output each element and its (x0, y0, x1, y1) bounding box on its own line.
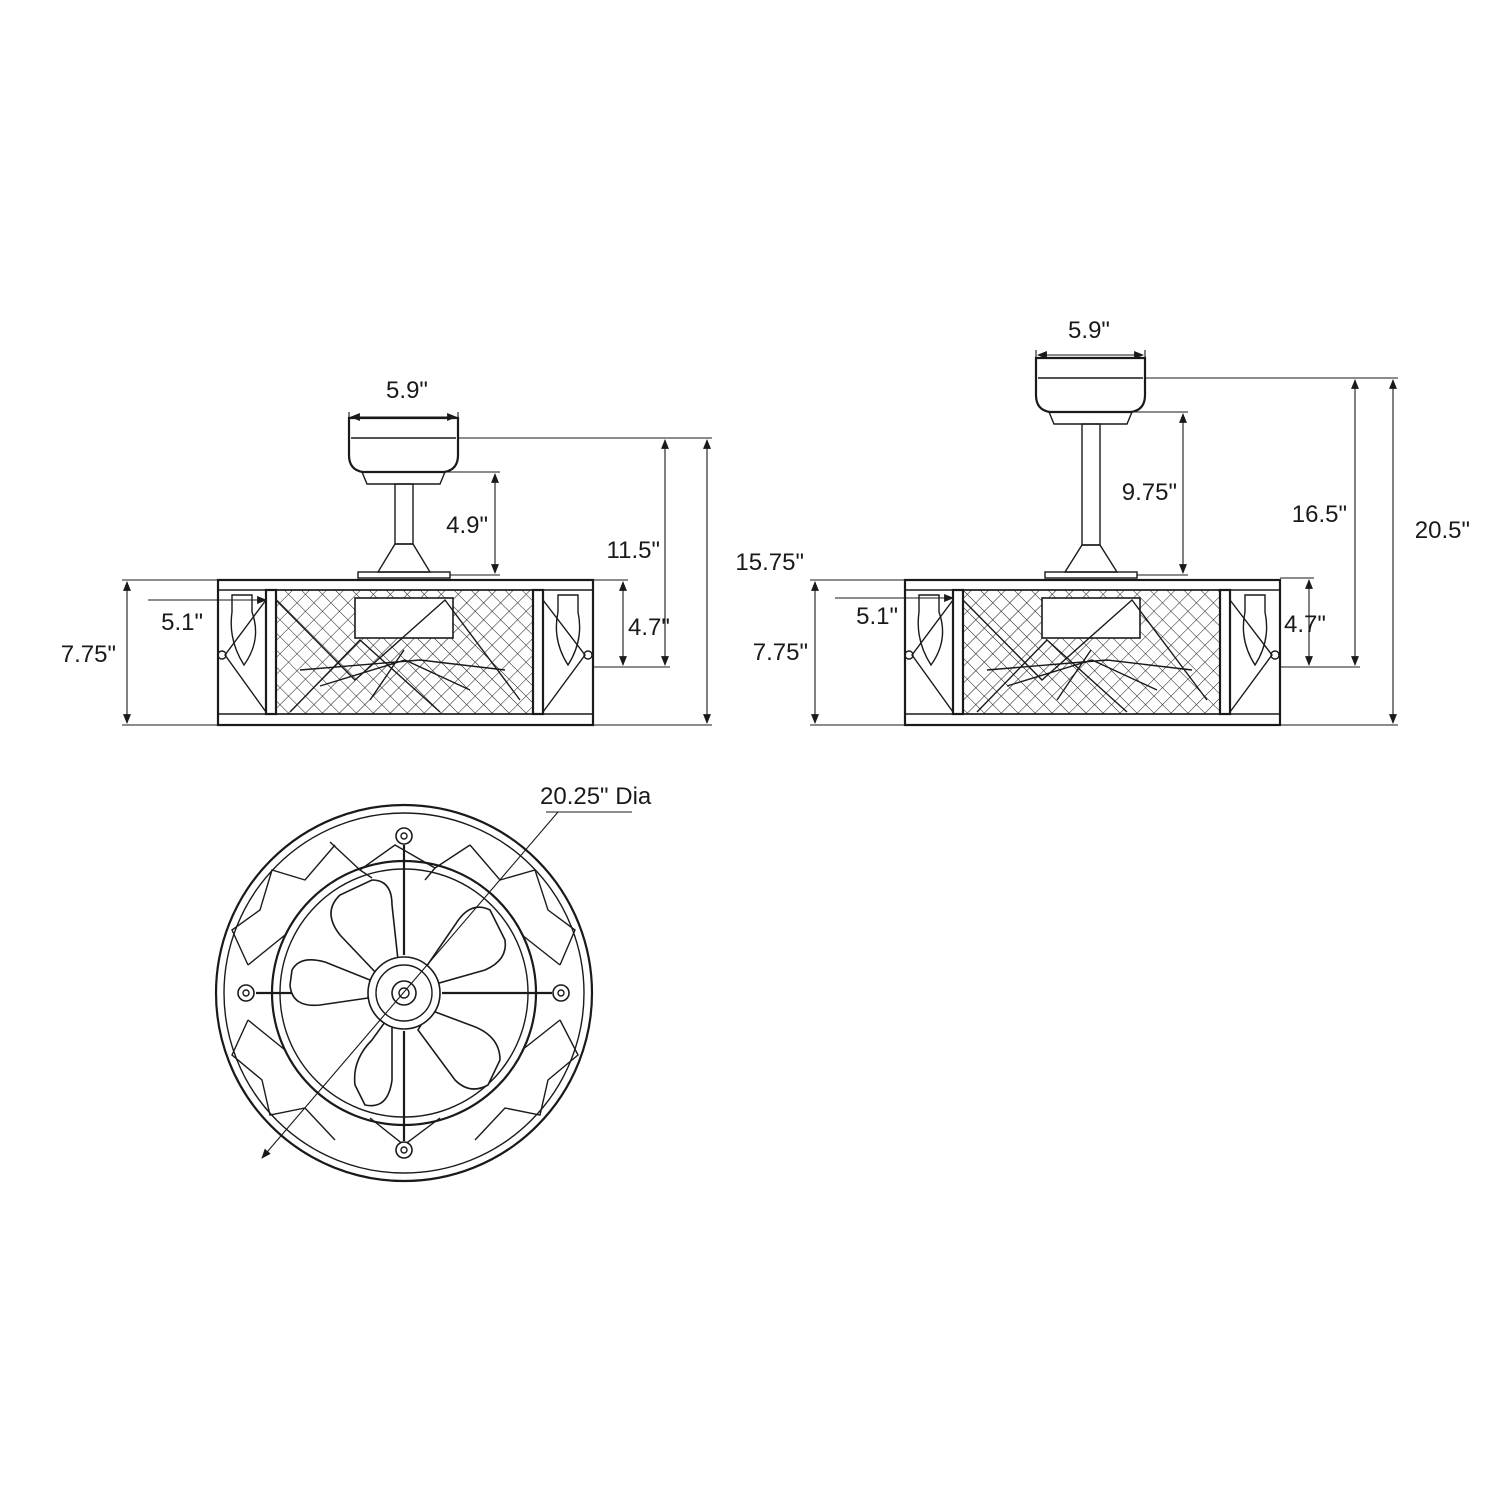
right-body-label: 7.75" (753, 639, 808, 666)
right-dim-overall: 20.5" (1280, 377, 1470, 726)
dim-diameter: 20.25" Dia (261, 783, 652, 1159)
right-dim-canopy-to-fan: 16.5" (1145, 377, 1360, 668)
right-upper-label: 4.7" (1284, 611, 1326, 638)
left-dim-canopy-width: 5.9" (348, 377, 459, 432)
left-downrod (357, 483, 451, 579)
knob-bottom (395, 1141, 413, 1159)
outer-ring (214, 803, 594, 1183)
left-canopy (347, 416, 460, 485)
right-canopy-to-fan-label: 16.5" (1292, 501, 1347, 528)
left-body-label: 7.75" (61, 641, 116, 668)
bottom-view: 20.25" Dia (214, 783, 652, 1183)
right-dim-side-offset: 5.1" (835, 594, 954, 630)
left-dim-overall: 15.75" (593, 437, 804, 726)
left-dim-body: 7.75" (61, 579, 218, 726)
right-side-view: 5.9" 9.75" 16.5" 20.5" 7.75" (753, 317, 1470, 727)
knob-top (395, 827, 413, 845)
right-fan-cage (903, 578, 1282, 727)
left-canopy-to-fan-label: 11.5" (607, 537, 660, 564)
right-downrod-label: 9.75" (1122, 479, 1177, 506)
left-upper-label: 4.7" (628, 614, 670, 641)
right-dim-canopy-width: 5.9" (1035, 317, 1146, 372)
right-overall-label: 20.5" (1415, 517, 1470, 544)
right-dim-upper: 4.7" (1280, 577, 1326, 668)
knob-left (237, 984, 255, 1002)
left-side-offset-label: 5.1" (161, 609, 203, 636)
right-dim-downrod: 9.75" (1100, 411, 1188, 576)
right-canopy (1034, 356, 1147, 425)
right-dim-body: 7.75" (753, 579, 905, 726)
left-dim-canopy-to-fan: 11.5" (458, 437, 670, 668)
diameter-label: 20.25" Dia (540, 783, 652, 810)
knob-right (552, 984, 570, 1002)
left-dim-side-offset: 5.1" (148, 596, 267, 636)
left-dim-downrod: 4.9" (413, 471, 500, 576)
left-canopy-width-label: 5.9" (386, 377, 428, 404)
fan-blades (289, 879, 507, 1107)
left-fan-cage (216, 578, 595, 727)
right-canopy-width-label: 5.9" (1068, 317, 1110, 344)
right-side-offset-label: 5.1" (856, 603, 898, 630)
left-downrod-label: 4.9" (446, 512, 488, 539)
left-dim-upper: 4.7" (593, 579, 670, 668)
left-overall-label: 15.75" (735, 549, 804, 576)
left-side-view: 5.9" 4.9" 11.5" 15.75" 7.75" (61, 377, 804, 727)
